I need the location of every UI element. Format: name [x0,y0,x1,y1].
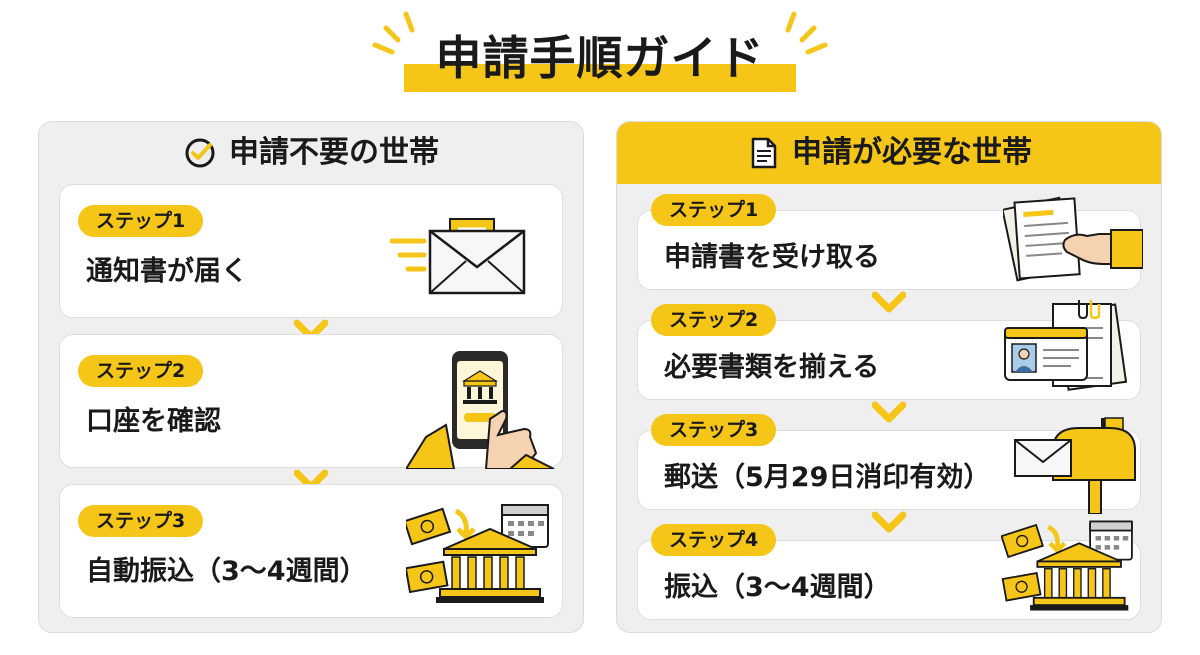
step-card: ステップ2 口座を確認 [59,334,563,469]
smartphone-bank-icon [406,351,555,469]
panel-header: 申請が必要な世帯 [617,122,1161,184]
page-title: 申請手順ガイド [435,31,765,85]
hand-document-icon [1003,196,1143,282]
panel-header: 申請不要の世帯 [39,122,583,184]
step-badge: ステップ3 [651,414,777,446]
title-burst-icon [372,11,828,55]
step-text: 郵送（5月29日消印有効） [664,462,991,493]
step-badge: ステップ3 [78,505,204,537]
panel-heading: 申請不要の世帯 [229,135,439,170]
step-text: 通知書が届く [86,256,248,287]
chevron-down-icon [872,291,906,313]
step-text: 振込（3〜4週間） [664,572,891,603]
bank-money-calendar-icon [1001,520,1133,611]
mailbox-icon [1014,417,1136,514]
panel-no-application: 申請不要の世帯 ステップ1 通知書が届く ステップ2 口座を確認 [38,121,584,633]
step-text: 申請書を受け取る [664,242,880,273]
envelope-icon [390,218,526,295]
step-badge: ステップ2 [78,355,204,387]
panel-application-required: 申請が必要な世帯 申請書を受け取る ステップ1 必要書類を揃える ステップ2 [616,121,1162,633]
step-text: 必要書類を揃える [664,352,880,383]
chevron-down-icon [872,401,906,423]
step-card: ステップ1 通知書が届く [59,184,563,318]
step-badge: ステップ1 [78,205,204,237]
bank-money-calendar-icon [406,504,549,603]
step-card: ステップ3 自動振込（3〜4週間） [59,484,563,618]
step-text: 口座を確認 [86,406,221,437]
check-circle-icon [185,138,215,168]
step-badge: ステップ2 [651,304,777,336]
step-badge: ステップ4 [651,524,777,556]
title-area: 申請手順ガイド [0,0,1200,110]
id-card-documents-icon [1004,300,1128,391]
chevron-down-icon [872,511,906,533]
step-badge: ステップ1 [651,194,777,226]
document-icon [751,137,777,169]
step-text: 自動振込（3〜4週間） [86,556,367,587]
title-highlight [404,64,796,92]
panel-heading: 申請が必要な世帯 [792,135,1032,170]
